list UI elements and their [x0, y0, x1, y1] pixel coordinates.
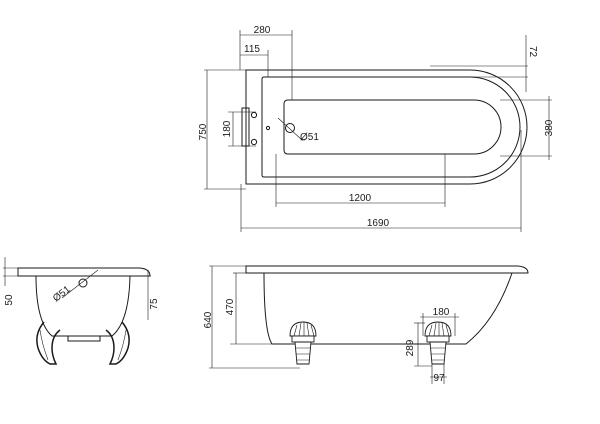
plan-view: Ø51 280 115 72 750	[198, 25, 555, 232]
dim-1690: 1690	[240, 130, 522, 232]
dim-380: 380	[500, 96, 555, 160]
dim-115-label: 115	[244, 44, 260, 55]
end-view: Ø51 50 75	[3, 257, 160, 365]
end-body	[35, 275, 131, 337]
dim-750: 750	[198, 69, 246, 190]
dim-640: 640	[203, 265, 300, 369]
plan-drain-diameter: Ø51	[300, 132, 319, 143]
dim-115: 115	[240, 44, 269, 77]
end-drain-diameter: Ø51	[51, 284, 73, 305]
dim-470: 470	[225, 272, 246, 344]
side-view: 640 470 180 289 97	[203, 265, 529, 384]
dim-470-label: 470	[225, 298, 236, 315]
plan-outer-rim	[245, 69, 528, 185]
dim-foot-180: 180	[420, 307, 459, 336]
side-foot-left	[289, 321, 317, 365]
dim-289: 289	[405, 322, 432, 367]
end-rim	[17, 267, 151, 277]
end-foot-right	[105, 321, 130, 365]
dim-1200: 1200	[275, 154, 446, 207]
dim-280-label: 280	[254, 25, 271, 36]
plan-basin	[283, 99, 502, 155]
dim-72-label: 72	[527, 46, 538, 58]
tap-hole-lower	[250, 138, 258, 146]
end-base	[67, 335, 101, 342]
side-foot-right	[424, 321, 452, 365]
dim-foot-180-label: 180	[433, 307, 450, 318]
dim-97: 97	[430, 364, 447, 384]
dim-97-label: 97	[433, 373, 445, 384]
side-rim	[245, 265, 529, 274]
side-body	[263, 272, 513, 345]
dim-75-label: 75	[149, 298, 160, 310]
plan-drain	[285, 123, 295, 133]
dim-180: 180	[222, 111, 256, 147]
dim-50: 50	[3, 257, 20, 306]
dim-289-label: 289	[405, 339, 416, 356]
end-drain	[78, 278, 88, 288]
overflow-hole	[265, 125, 271, 131]
plan-inner-rim	[261, 76, 521, 178]
dim-640-label: 640	[203, 311, 214, 328]
end-foot-left	[36, 321, 61, 365]
tap-hole-upper	[250, 111, 258, 119]
dim-180-label: 180	[222, 120, 233, 137]
dim-75: 75	[140, 270, 160, 320]
dim-280: 280	[239, 25, 293, 100]
dim-750-label: 750	[198, 123, 209, 140]
dim-1200-label: 1200	[349, 193, 372, 204]
dim-50-label: 50	[4, 294, 15, 306]
dim-1690-label: 1690	[367, 218, 390, 229]
dim-72: 72	[430, 35, 538, 92]
dim-380-label: 380	[544, 119, 555, 136]
